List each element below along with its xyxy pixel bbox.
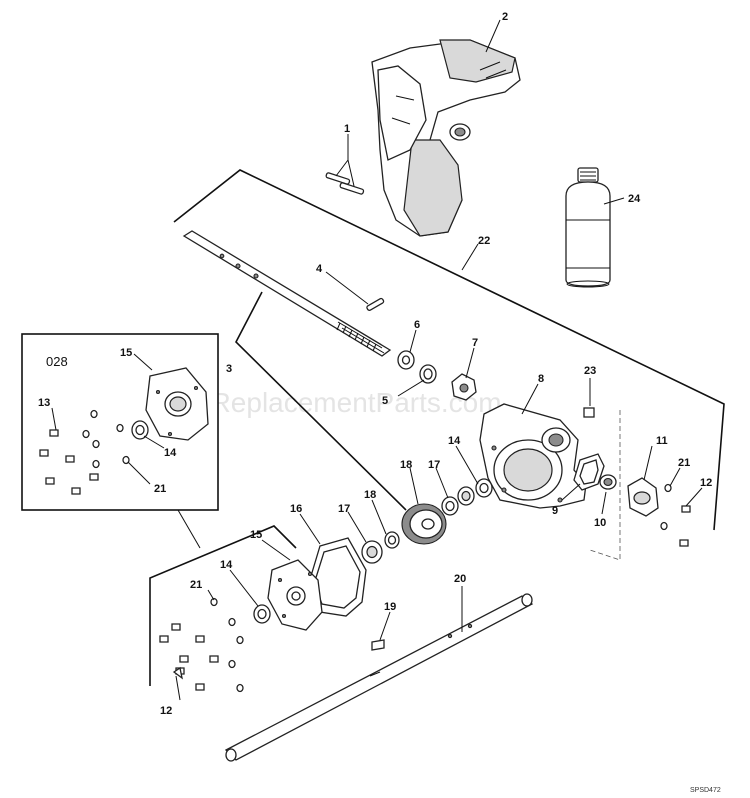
callout-18-left: 18 — [364, 489, 376, 501]
callout-10: 10 — [594, 517, 606, 529]
thrust-bearing-left-part — [361, 540, 383, 564]
callout-21-left: 21 — [190, 579, 202, 591]
oil-seal-left-part — [253, 604, 271, 624]
callout-23: 23 — [584, 365, 596, 377]
callout-17-left: 17 — [338, 503, 350, 515]
leader-lines — [51, 19, 703, 701]
inset-cover-part — [145, 367, 209, 441]
watermark-text: eReplacementParts.com — [195, 387, 502, 418]
callout-1: 1 — [344, 123, 350, 135]
roll-pins-part — [325, 172, 365, 195]
lubricant-bottle-part — [565, 167, 611, 288]
key-pin-part — [366, 297, 385, 312]
inset-label: 028 — [46, 354, 68, 369]
callout-6: 6 — [414, 319, 420, 331]
inset-box — [21, 333, 219, 511]
bracket-line-3 — [235, 291, 407, 511]
callout-16: 16 — [290, 503, 302, 515]
worm-gear-part — [401, 503, 447, 545]
drawing-reference: SPSD472 — [690, 787, 721, 794]
gear-housing-part — [479, 403, 587, 509]
gasket-left-part — [307, 537, 367, 617]
spacer-part — [419, 364, 437, 384]
inset-leader-line — [177, 509, 201, 549]
callout-15-left: 15 — [250, 529, 262, 541]
bracket-line-left — [149, 525, 297, 686]
thrust-washer-part — [397, 350, 415, 370]
inset-fasteners — [39, 409, 130, 495]
callout-21-inset: 21 — [154, 483, 166, 495]
callout-labels: 1 2 24 22 4 3 6 7 5 8 23 14 18 17 9 10 1… — [38, 11, 712, 717]
callout-14-left: 14 — [220, 559, 233, 571]
callout-15-inset: 15 — [120, 347, 132, 359]
callout-13: 13 — [38, 397, 50, 409]
callout-24: 24 — [628, 193, 641, 205]
callout-8: 8 — [538, 373, 544, 385]
callout-18-right: 18 — [400, 459, 412, 471]
callout-20: 20 — [454, 573, 466, 585]
bearing-right-part — [441, 496, 459, 516]
impeller-part — [371, 39, 521, 237]
callout-19: 19 — [384, 601, 396, 613]
woodruff-key-part — [371, 639, 385, 651]
bushing-part — [599, 474, 617, 490]
axle-shaft-part — [224, 593, 534, 762]
bracket-line-22 — [173, 169, 725, 531]
oil-seal-right-part — [475, 478, 493, 498]
callout-12-right: 12 — [700, 477, 712, 489]
bearing-left-part — [384, 531, 400, 549]
housing-guide-dashed — [589, 410, 621, 561]
callout-14-right: 14 — [448, 435, 461, 447]
callout-17-right: 17 — [428, 459, 440, 471]
gear-cover-part — [627, 477, 659, 517]
callout-12-left: 12 — [160, 705, 172, 717]
vent-plug-part — [583, 407, 595, 418]
left-fasteners — [159, 597, 244, 693]
callout-22: 22 — [478, 235, 490, 247]
callout-5: 5 — [382, 395, 388, 407]
coupling-part — [451, 373, 477, 401]
inset-seal-part — [131, 420, 149, 440]
callout-11: 11 — [656, 435, 668, 447]
callout-4: 4 — [316, 263, 323, 275]
callout-7: 7 — [472, 337, 478, 349]
cover-fasteners — [660, 483, 691, 547]
callout-9: 9 — [552, 505, 558, 517]
callout-14-inset: 14 — [164, 447, 177, 459]
callout-21-right: 21 — [678, 457, 690, 469]
end-cover-left-part — [267, 559, 323, 631]
gasket-inner — [579, 459, 599, 485]
callout-2: 2 — [502, 11, 508, 23]
thrust-bearing-right-part — [457, 486, 475, 506]
callout-3: 3 — [226, 363, 232, 375]
auger-shaft-part — [182, 230, 392, 357]
